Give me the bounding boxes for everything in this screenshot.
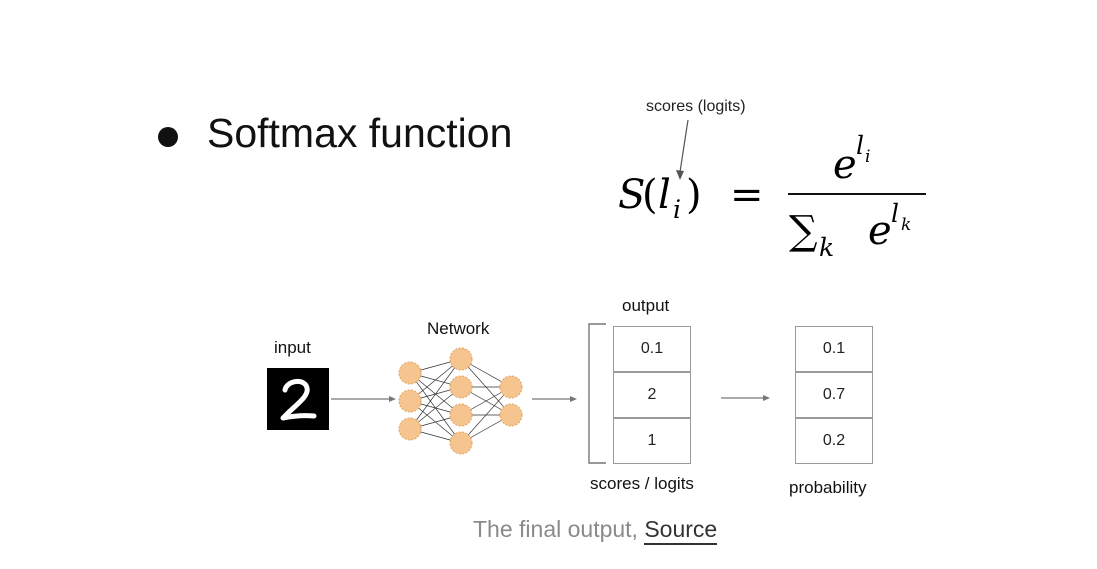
network-connections [409,358,512,444]
source-link[interactable]: Source [644,516,718,545]
formula-close-paren: ) [686,172,702,218]
softmax-arrow-head [763,395,770,401]
handwritten-digit-icon [280,379,317,421]
network-node [449,375,473,399]
denominator-exp-l: l [891,199,899,228]
input-label: input [274,338,311,357]
numerator-e: e [833,142,857,188]
input-digit-image [267,368,329,430]
network-node [398,417,422,441]
network-node [499,403,523,427]
network-node [398,389,422,413]
network-node [449,403,473,427]
figure-caption: The final output, Source [473,516,718,545]
formula-i: i [673,195,681,224]
annotation-arrow-line [679,120,689,173]
slide-heading: Softmax function [207,110,513,156]
probability-cell: 0.1 [795,326,873,372]
network-nodes [398,347,523,455]
probability-label: probability [789,478,867,497]
score-cell: 2 [613,372,691,418]
denominator-sum: ∑ [789,208,818,254]
formula-l: l [658,172,671,218]
network-label: Network [427,319,490,338]
annotation-arrow-head [676,170,684,180]
logit-annotation: scores (logits) [646,98,746,115]
caption-text: The final output, [473,516,645,542]
scores-bracket [588,323,606,464]
network-edge [409,358,462,430]
denominator-sum-k: k [819,233,834,262]
input-arrow-head [389,396,396,402]
numerator-exp-i: i [865,147,870,167]
formula-equals: = [730,172,764,218]
formula-s: S [618,172,645,218]
numerator-exp-l: l [856,131,864,160]
denominator-e: e [868,208,892,254]
probability-cell: 0.2 [795,418,873,464]
network-node [449,431,473,455]
network-node [398,361,422,385]
output-label: output [622,296,670,315]
probability-cell: 0.7 [795,372,873,418]
score-cell: 0.1 [613,326,691,372]
network-arrow-head [570,396,577,402]
network-node [499,375,523,399]
scores-label: scores / logits [590,474,694,493]
softmax-formula: S ( l i ) = e l i ∑ k e l k [618,120,926,262]
formula-open-paren: ( [642,172,658,218]
score-cell: 1 [613,418,691,464]
network-edge [460,386,512,444]
network-node [449,347,473,371]
bullet-point [158,127,178,147]
denominator-exp-k: k [901,215,911,235]
